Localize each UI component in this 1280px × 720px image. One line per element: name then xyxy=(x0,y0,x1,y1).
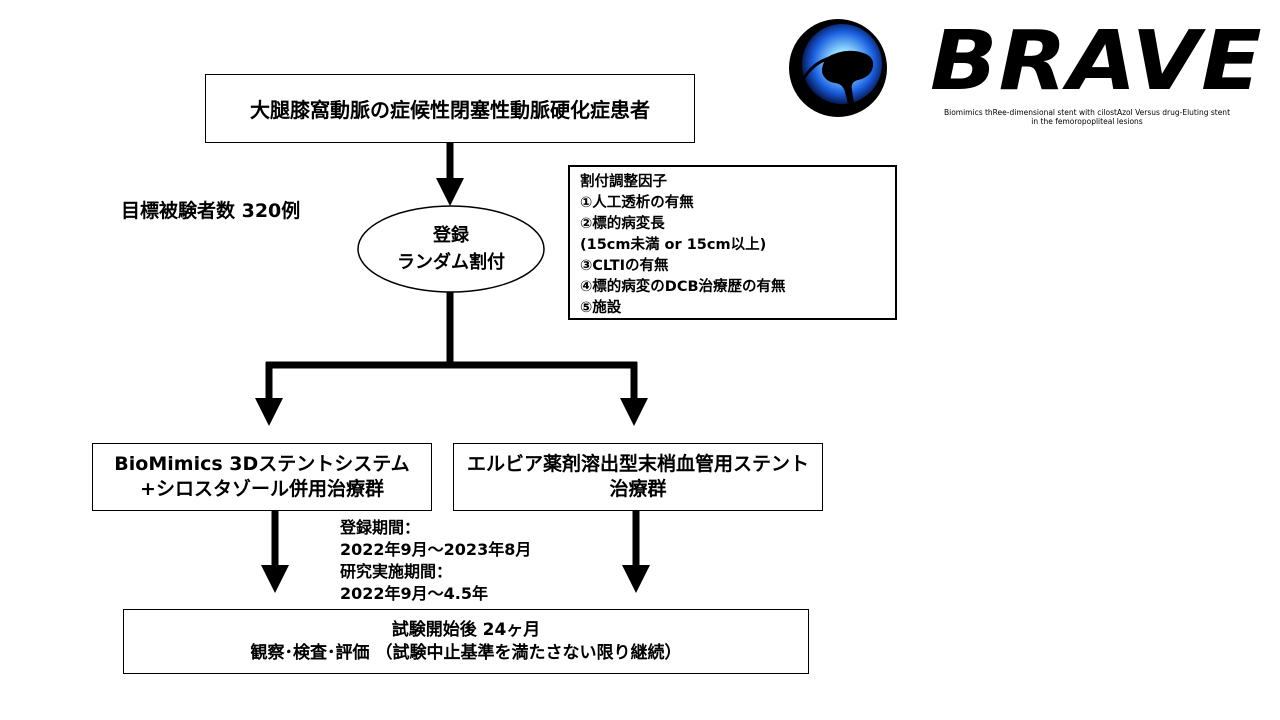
patients-box: 大腿膝窩動脈の症候性閉塞性動脈硬化症患者 xyxy=(205,74,695,143)
randomization-line-1: 登録 xyxy=(433,225,469,246)
factor-item: ④標的病変のDCB治療歴の有無 xyxy=(580,279,786,295)
arm-a-line-1: BioMimics 3Dステントシステム xyxy=(114,453,410,475)
followup-line-2: 観察･検査･評価 （試験中止基準を満たさない限り継続） xyxy=(250,642,682,663)
factor-item: (15cm未満 or 15cm以上) xyxy=(580,237,767,253)
patients-label: 大腿膝窩動脈の症候性閉塞性動脈硬化症患者 xyxy=(250,98,650,122)
arm-a-line-2: +シロスタゾール併用治療群 xyxy=(140,478,384,500)
followup-box: 試験開始後 24ヶ月 観察･検査･評価 （試験中止基準を満たさない限り継続） xyxy=(123,609,809,674)
arm-b-box: エルビア薬剤溶出型末梢血管用ステント 治療群 xyxy=(453,443,823,511)
arm-b-line-2: 治療群 xyxy=(609,478,667,500)
factor-item: ①人工透析の有無 xyxy=(580,195,694,211)
brave-subtitle: Biomimics thRee-dimensional stent with c… xyxy=(922,108,1252,126)
enrollment-period-value: 2022年9月～2023年8月 xyxy=(340,540,532,559)
randomization-text: 登録 ランダム割付 xyxy=(358,206,544,292)
brave-wordmark: BRAVE xyxy=(930,14,1263,109)
brave-subtitle-line-1: Biomimics thRee-dimensional stent with c… xyxy=(943,108,1231,117)
brave-emblem-icon xyxy=(789,19,887,117)
followup-line-1: 試験開始後 24ヶ月 xyxy=(391,619,541,640)
randomization-line-2: ランダム割付 xyxy=(397,252,505,273)
allocation-factors-box: 割付調整因子 ①人工透析の有無 ②標的病変長 (15cm未満 or 15cm以上… xyxy=(568,165,897,320)
study-period-label: 研究実施期間： xyxy=(340,562,453,581)
brave-subtitle-line-2: in the femoropopliteal lesions xyxy=(1031,117,1143,126)
study-period-value: 2022年9月～4.5年 xyxy=(340,584,489,603)
target-enrollment-label: 目標被験者数 320例 xyxy=(121,200,301,222)
factor-item: ②標的病変長 xyxy=(580,216,665,232)
arm-b-line-1: エルビア薬剤溶出型末梢血管用ステント xyxy=(466,453,809,475)
factor-item: ③CLTIの有無 xyxy=(580,258,669,274)
factors-title: 割付調整因子 xyxy=(580,174,667,190)
study-periods: 登録期間： 2022年9月～2023年8月 研究実施期間： 2022年9月～4.… xyxy=(340,517,531,605)
arm-a-box: BioMimics 3Dステントシステム +シロスタゾール併用治療群 xyxy=(92,443,432,511)
factor-item: ⑤施設 xyxy=(580,300,622,316)
enrollment-period-label: 登録期間： xyxy=(340,518,421,537)
